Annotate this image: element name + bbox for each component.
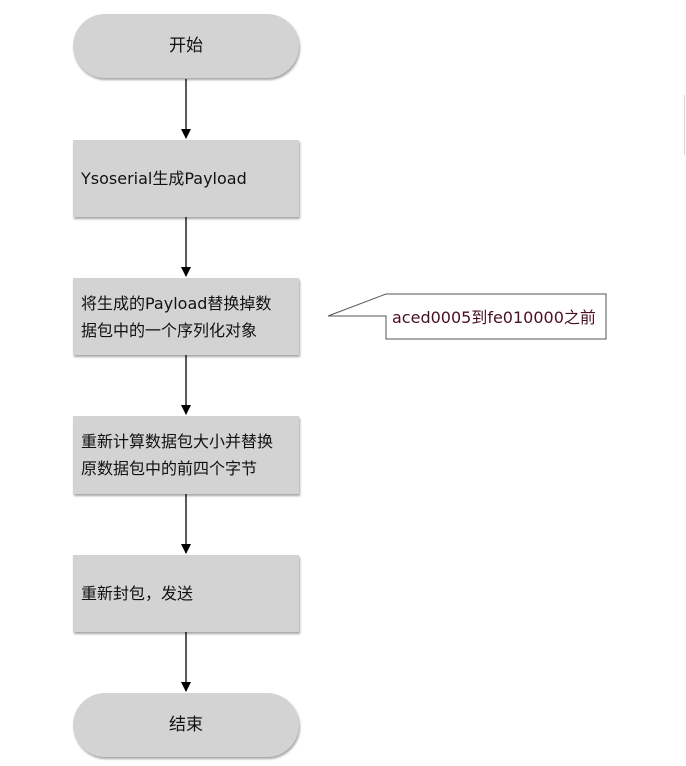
annotation-note-text: aced0005到fe010000之前 xyxy=(392,308,596,327)
step3-label-line1: 重新计算数据包大小并替换 xyxy=(81,432,274,451)
step2-label-line2: 据包中的一个序列化对象 xyxy=(81,320,258,340)
right-edge-divider xyxy=(684,95,685,155)
process-step-recalculate-size: 重新计算数据包大小并替换 原数据包中的前四个字节 xyxy=(73,416,299,494)
start-node: 开始 xyxy=(73,14,299,78)
end-node: 结束 xyxy=(73,693,299,757)
step3-label-line2: 原数据包中的前四个字节 xyxy=(81,459,258,478)
start-label: 开始 xyxy=(169,35,203,56)
step1-label: Ysoserial生成Payload xyxy=(81,169,247,188)
end-label: 结束 xyxy=(169,714,203,735)
process-step-generate-payload: Ysoserial生成Payload xyxy=(73,140,299,217)
process-step-repack-send: 重新封包，发送 xyxy=(73,555,299,632)
step4-label: 重新封包，发送 xyxy=(81,584,194,603)
step2-label-line1: 将生成的Payload替换掉数 xyxy=(81,293,272,313)
annotation-callout-shape xyxy=(327,293,607,340)
process-step-replace-object: 将生成的Payload替换掉数 据包中的一个序列化对象 xyxy=(73,278,299,355)
